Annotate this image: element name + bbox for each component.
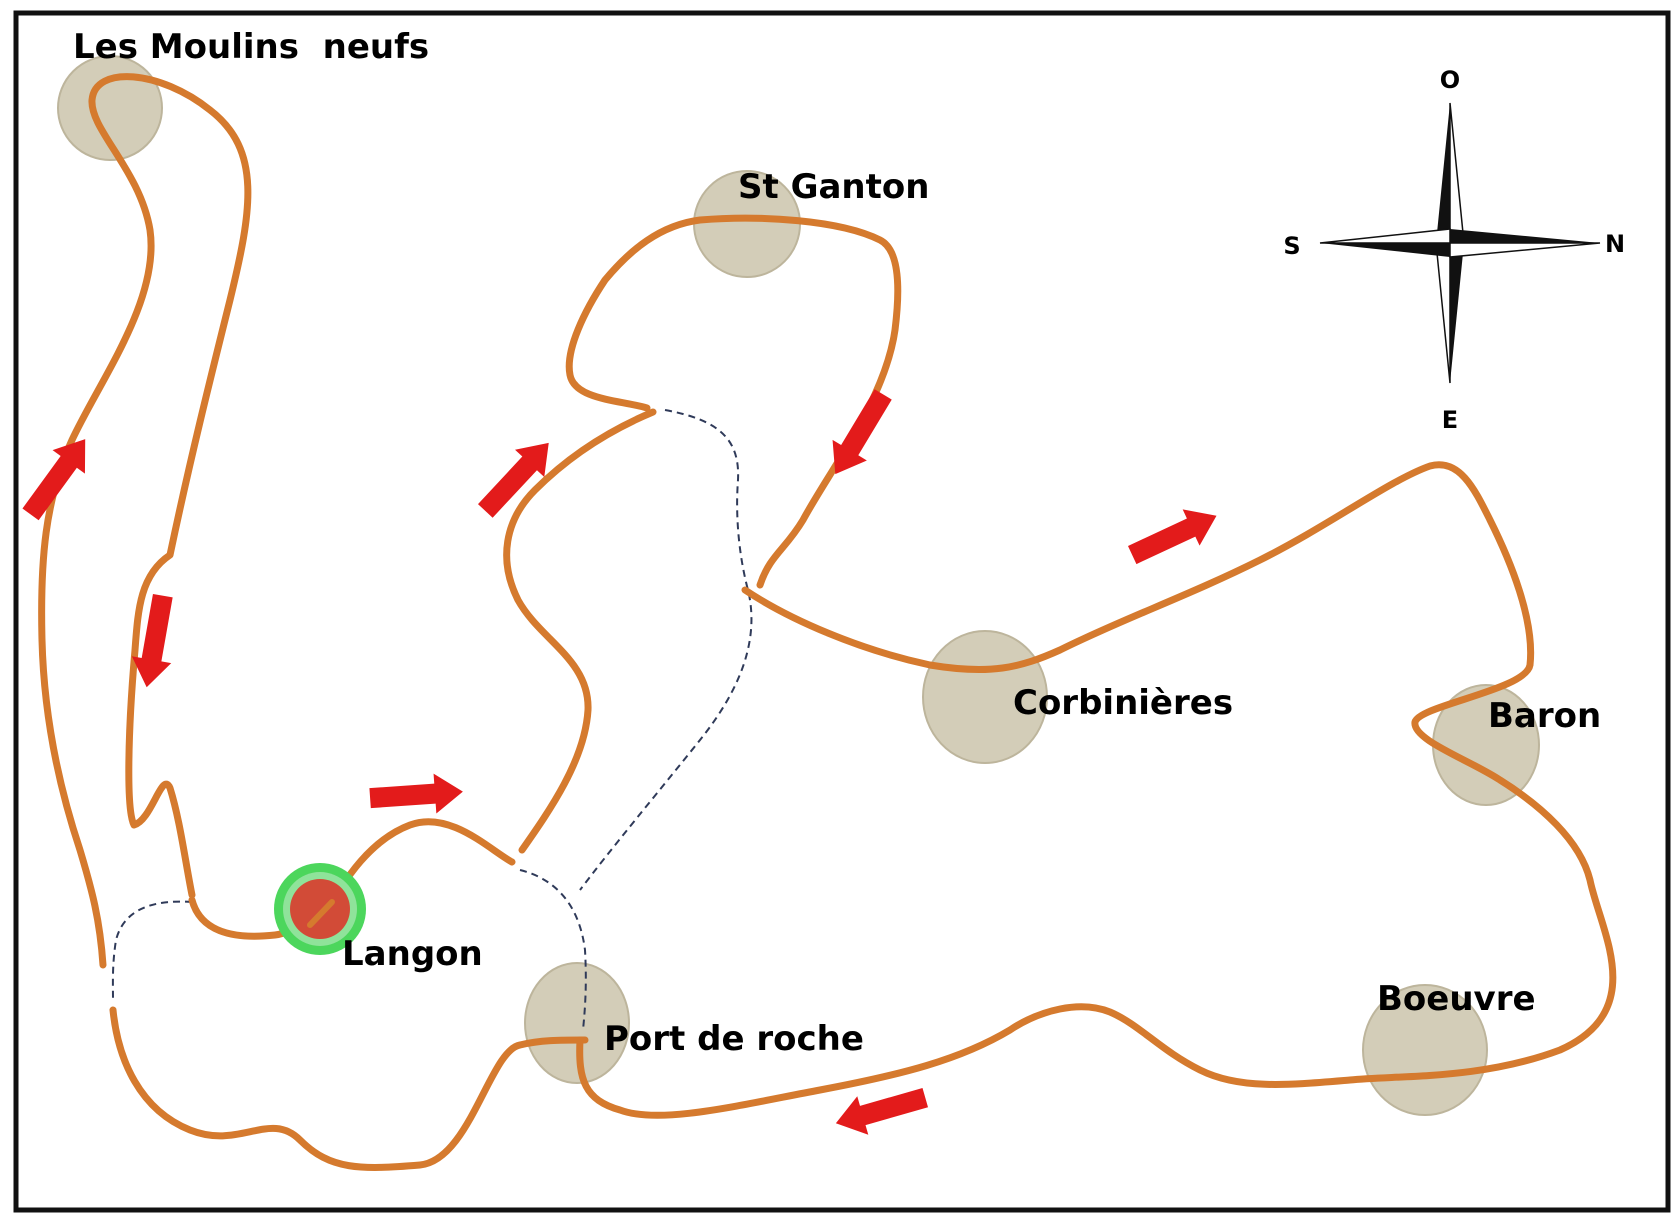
route-southwest bbox=[109, 1006, 589, 1171]
town-label-baron: Baron bbox=[1488, 696, 1601, 736]
dashed-path-north bbox=[579, 409, 753, 891]
dashed-path-langon-port bbox=[519, 869, 587, 1031]
compass-label-east: E bbox=[1442, 406, 1458, 434]
compass-arm-left-light bbox=[1319, 228, 1451, 244]
route-eastern-loop bbox=[576, 461, 1617, 1119]
town-circle-boeuvre bbox=[1362, 984, 1488, 1116]
compass-arm-left-dark bbox=[1320, 243, 1450, 257]
compass-arm-down-dark bbox=[1450, 243, 1464, 383]
start-marker bbox=[274, 863, 366, 955]
dashed-path-west bbox=[111, 900, 193, 1001]
compass-arm-right-dark bbox=[1450, 229, 1600, 243]
compass-rose: O E S N bbox=[1283, 66, 1625, 434]
town-circle-port bbox=[524, 962, 630, 1084]
dashed-paths bbox=[111, 409, 753, 1031]
route-moulins-loop bbox=[38, 73, 252, 969]
compass-arm-up-dark bbox=[1436, 103, 1450, 243]
town-label-ganton: St Ganton bbox=[738, 167, 929, 207]
route bbox=[38, 73, 1617, 1171]
compass-label-west: O bbox=[1440, 66, 1460, 94]
town-label-port: Port de roche bbox=[604, 1019, 864, 1059]
town-label-boeuvre: Boeuvre bbox=[1377, 979, 1536, 1019]
start-marker-dot bbox=[290, 879, 350, 939]
compass-label-north: N bbox=[1605, 230, 1625, 258]
town-labels: Les Moulins neufs St Ganton Corbinières … bbox=[73, 27, 1601, 1059]
compass-label-south: S bbox=[1283, 232, 1300, 260]
route-to-ganton-west bbox=[503, 408, 657, 854]
town-label-corbinieres: Corbinières bbox=[1013, 683, 1233, 723]
town-label-moulins: Les Moulins neufs bbox=[73, 27, 429, 67]
route-ganton-loop bbox=[565, 214, 902, 589]
start-marker-route bbox=[307, 899, 335, 928]
town-label-langon: Langon bbox=[342, 934, 483, 974]
town-circle-moulins bbox=[57, 55, 163, 161]
